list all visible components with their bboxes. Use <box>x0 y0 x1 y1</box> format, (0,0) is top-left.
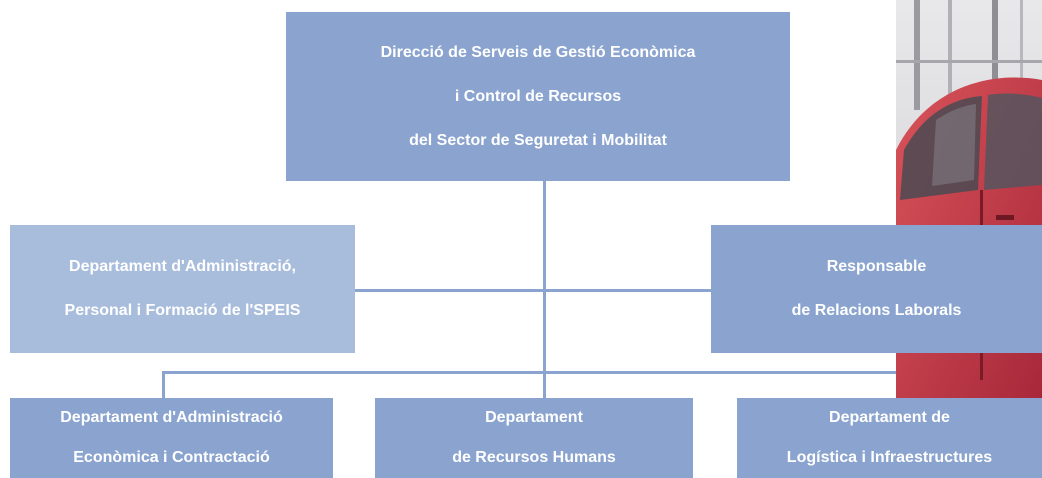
connector-side-horizontal <box>355 289 711 292</box>
economic-admin-line-1: Departament d'Administració <box>60 409 283 426</box>
logistics-line-1: Departament de <box>829 409 950 426</box>
labor-relations-line-2: de Relacions Laborals <box>791 302 962 319</box>
directorate-line-3: del Sector de Seguretat i Mobilitat <box>409 131 667 149</box>
speis-department-box: Departament d'Administració, Personal i … <box>10 225 355 353</box>
human-resources-box: Departament de Recursos Humans <box>375 398 693 478</box>
logistics-line-2: Logística i Infraestructures <box>786 449 993 466</box>
speis-line-2: Personal i Formació de l'SPEIS <box>64 302 301 319</box>
directorate-line-2: i Control de Recursos <box>454 87 622 105</box>
connector-bottom-horizontal <box>162 371 896 374</box>
labor-relations-line-1: Responsable <box>826 258 927 275</box>
logistics-box: Departament de Logística i Infraestructu… <box>737 398 1042 478</box>
connector-drop-left <box>162 371 165 398</box>
directorate-box: Direcció de Serveis de Gestió Econòmica … <box>286 12 790 181</box>
human-resources-line-1: Departament <box>485 409 583 426</box>
connector-drop-center <box>543 371 546 398</box>
economic-admin-line-2: Econòmica i Contractació <box>73 449 270 466</box>
speis-line-1: Departament d'Administració, <box>69 258 296 275</box>
economic-administration-box: Departament d'Administració Econòmica i … <box>10 398 333 478</box>
human-resources-line-2: de Recursos Humans <box>452 449 616 466</box>
labor-relations-box: Responsable de Relacions Laborals <box>711 225 1042 353</box>
directorate-line-1: Direcció de Serveis de Gestió Econòmica <box>380 43 696 61</box>
